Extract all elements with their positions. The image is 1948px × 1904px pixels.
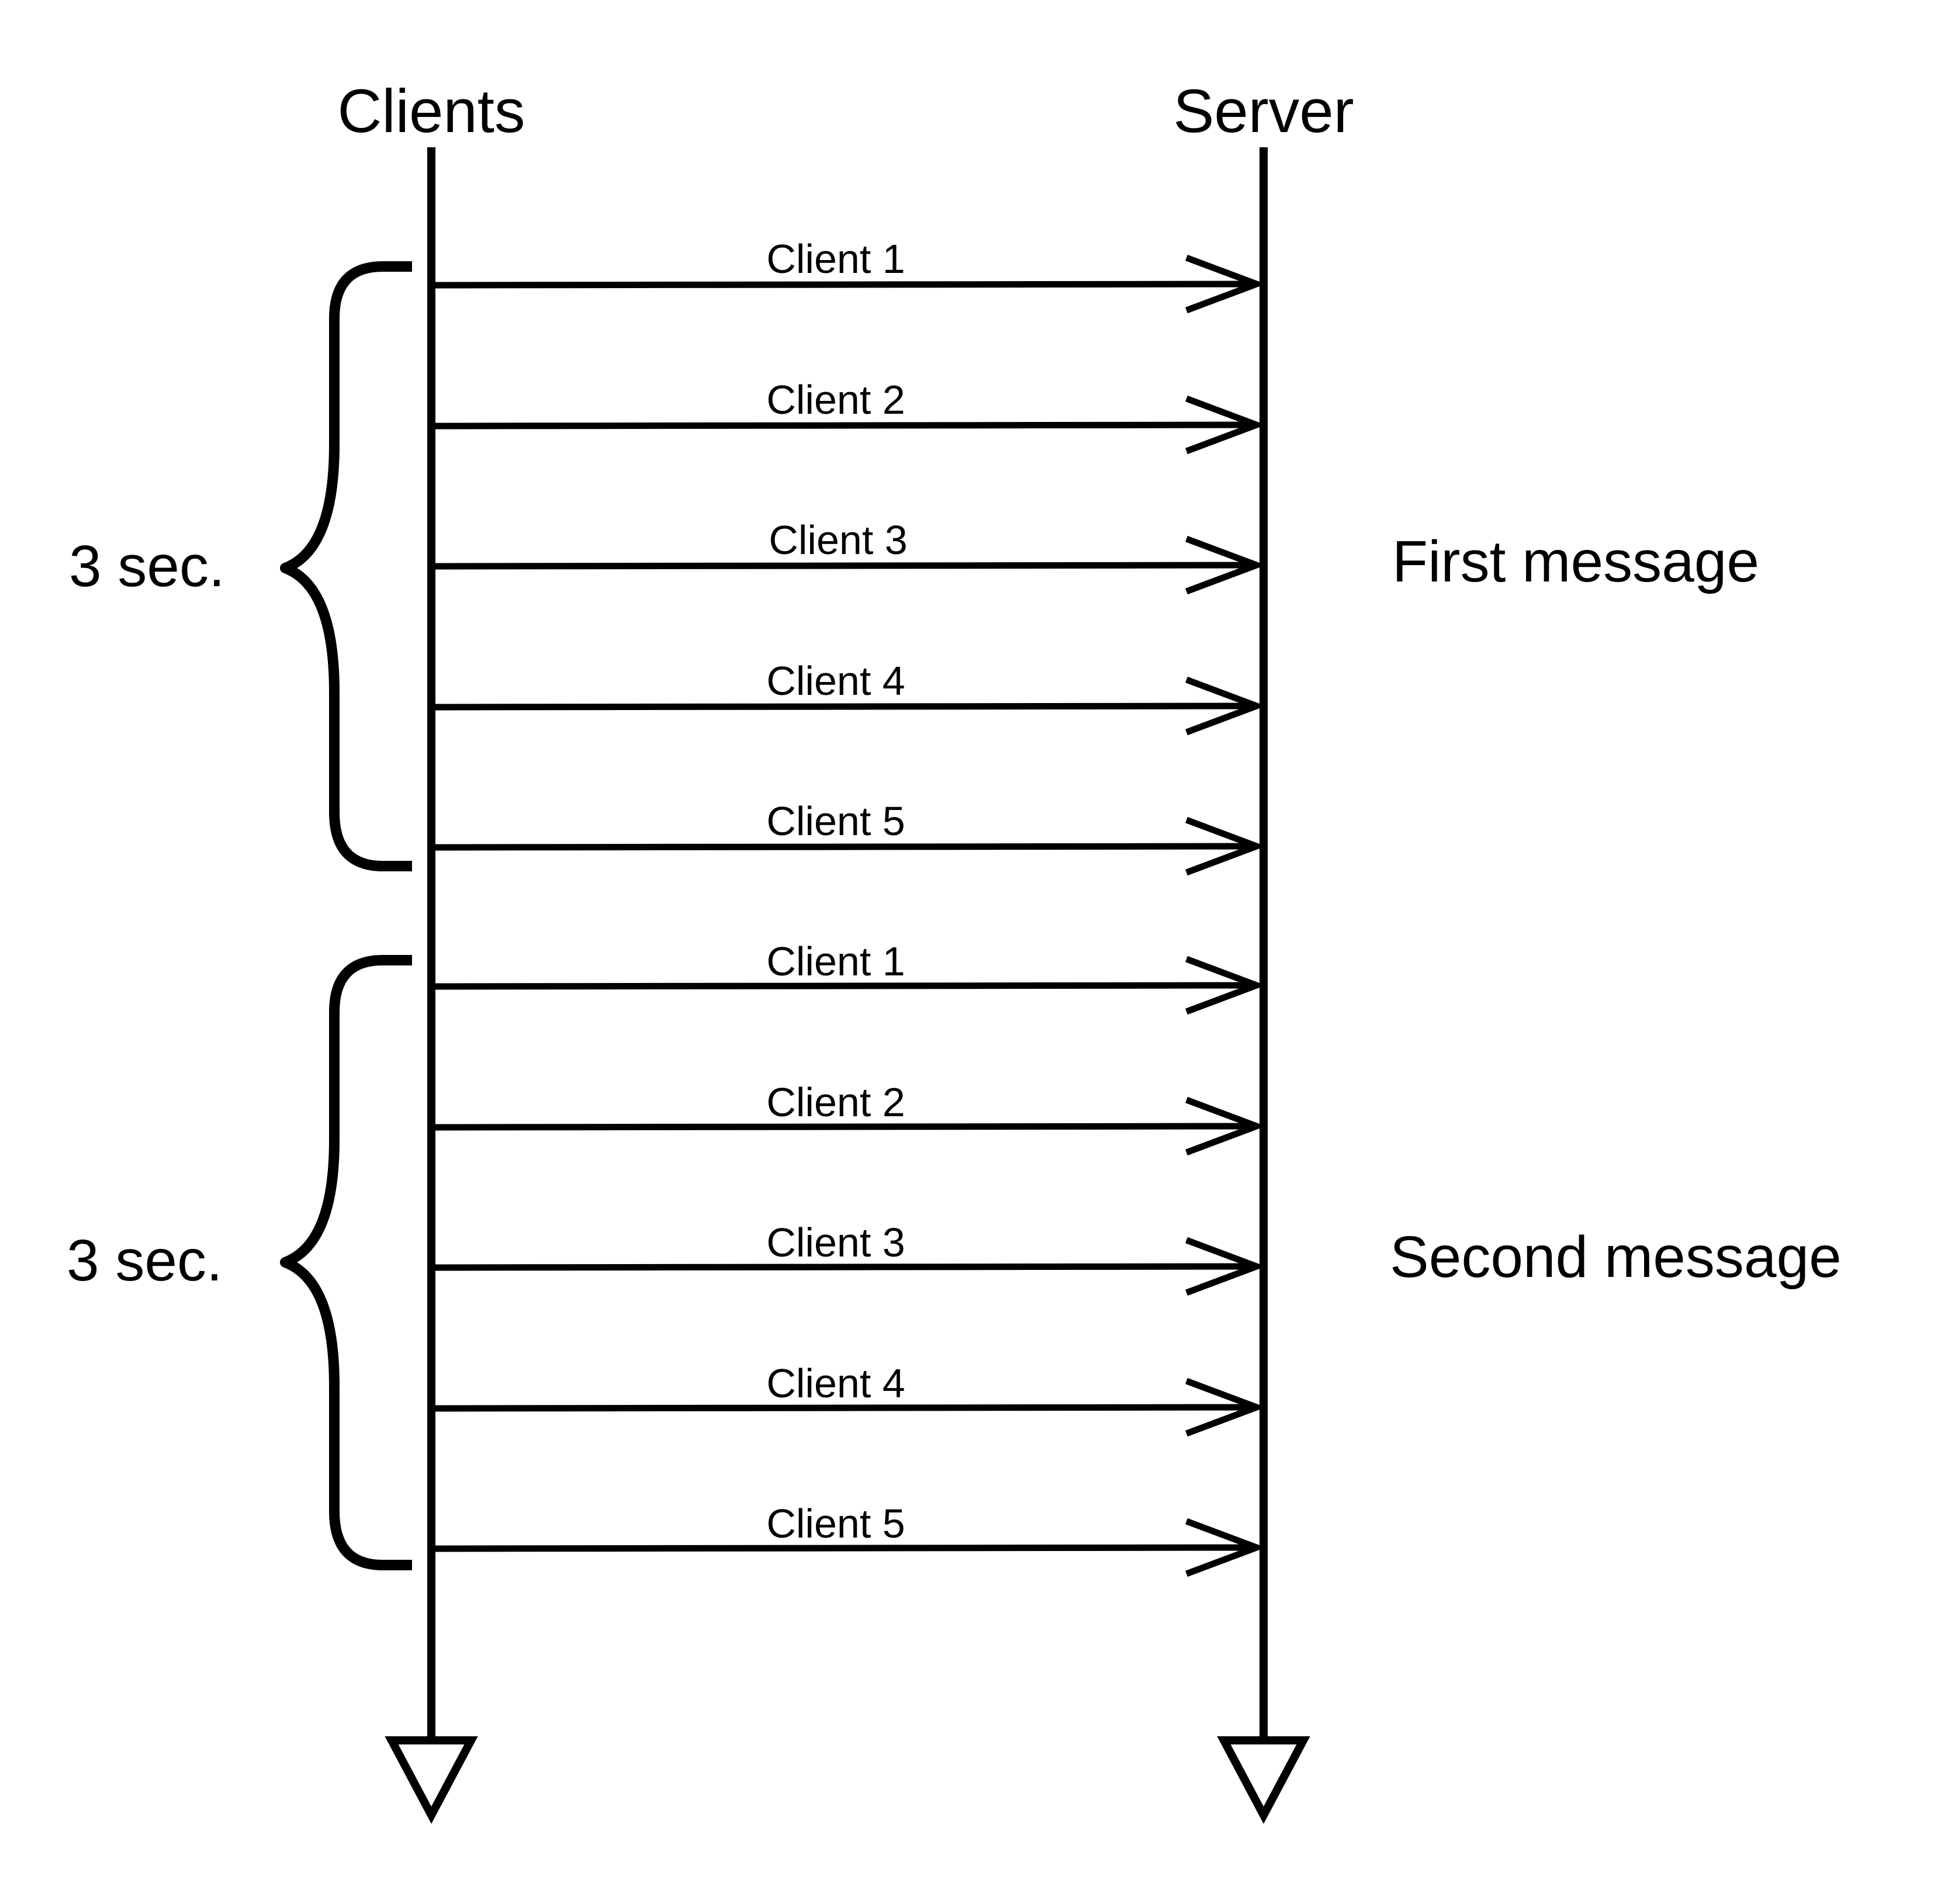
group-1-message-arrow: Client 1 [431, 236, 1266, 314]
server-lifeline-title: Server [1173, 77, 1354, 146]
group-2-arrow-label: Client 3 [766, 1220, 905, 1265]
group-1-message-arrow: Client 2 [431, 377, 1266, 455]
group-1-message-arrow: Client 4 [431, 658, 1266, 736]
group-2-message-arrow: Client 4 [431, 1361, 1266, 1437]
group-2-duration: 3 sec. [67, 1228, 223, 1293]
group-1-message-arrow: Client 5 [431, 798, 1266, 876]
clients-lifeline-end-marker [385, 1736, 478, 1824]
group-2-message-arrow: Client 3 [431, 1220, 1266, 1296]
group-1-message-arrow: Client 3 [431, 517, 1266, 595]
group-2-arrow-label: Client 5 [766, 1501, 905, 1546]
group-1-duration: 3 sec. [69, 534, 225, 599]
group-2-message-arrow: Client 2 [431, 1079, 1266, 1156]
group-1-arrow-label: Client 1 [766, 236, 905, 282]
group-1-arrow-label: Client 4 [766, 658, 905, 704]
group-1-arrow-label: Client 2 [766, 377, 905, 423]
group-2-arrow-label: Client 2 [766, 1079, 905, 1125]
group-2-brace [280, 955, 412, 1570]
group-2-arrow-label: Client 1 [766, 939, 905, 984]
group-1-arrow-label: Client 5 [766, 798, 905, 844]
group-2-note: Second message [1390, 1224, 1842, 1290]
server-lifeline-end-marker [1217, 1736, 1310, 1824]
group-1-arrow-label: Client 3 [769, 517, 907, 563]
group-1-note: First message [1392, 529, 1759, 594]
group-2-message-arrow: Client 5 [431, 1501, 1266, 1577]
group-2-message-arrow: Client 1 [431, 939, 1266, 1015]
group-2-arrow-label: Client 4 [766, 1361, 905, 1406]
clients-lifeline-title: Clients [338, 77, 525, 146]
group-1-brace [280, 261, 412, 871]
